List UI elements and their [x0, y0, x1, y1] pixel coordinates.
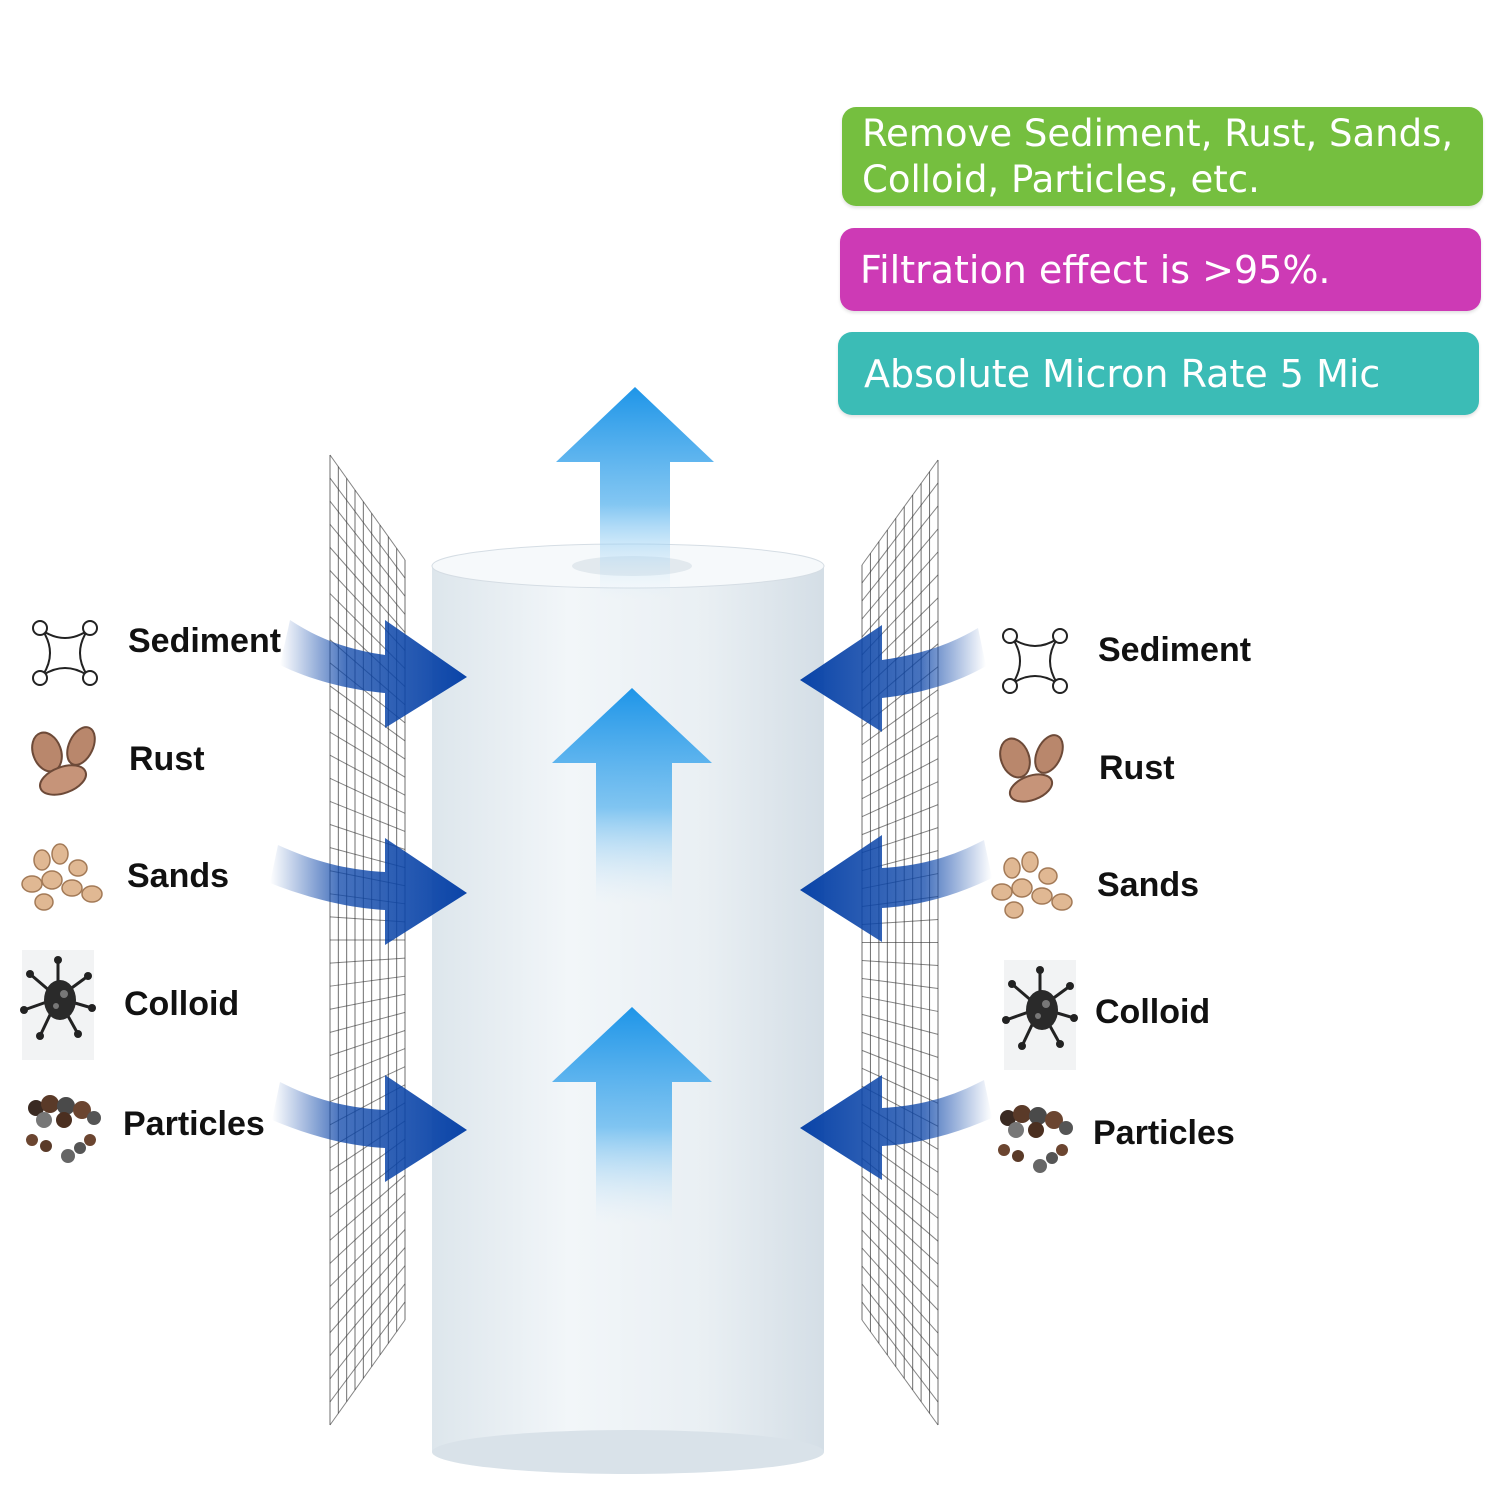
sands-icon	[21, 843, 103, 911]
label-right-colloid: Colloid	[1095, 993, 1211, 1031]
particles-icon	[26, 1095, 101, 1163]
label-left-sediment: Sediment	[128, 622, 282, 660]
filter-cartridge	[431, 543, 825, 1474]
particles-icon	[998, 1105, 1073, 1173]
badge-filtration-text: Filtration effect is >95%.	[860, 247, 1331, 292]
label-right-particles: Particles	[1093, 1114, 1235, 1152]
colloid-icon	[1002, 960, 1078, 1070]
badge-micron-rate: Absolute Micron Rate 5 Mic	[838, 332, 1479, 415]
inflow-arrows-left	[270, 620, 467, 1182]
rust-icon	[999, 734, 1064, 803]
sediment-icon	[1002, 628, 1068, 694]
label-right-rust: Rust	[1099, 749, 1175, 787]
badge-remove-text: Remove Sediment, Rust, Sands, Colloid, P…	[862, 111, 1454, 201]
upflow-arrow-bottom	[552, 1007, 712, 1225]
mesh-screen-right	[861, 459, 939, 1426]
sediment-icon	[32, 620, 98, 686]
inflow-arrows-right	[800, 625, 992, 1180]
sands-icon	[991, 851, 1073, 919]
rust-icon	[31, 726, 96, 796]
colloid-icon	[20, 950, 96, 1060]
badge-filtration-effect: Filtration effect is >95%.	[840, 228, 1481, 311]
label-left-particles: Particles	[123, 1105, 265, 1143]
badge-remove-contaminants: Remove Sediment, Rust, Sands, Colloid, P…	[842, 107, 1483, 206]
label-left-rust: Rust	[129, 740, 205, 778]
label-right-sediment: Sediment	[1098, 631, 1252, 669]
upflow-arrow-middle	[552, 688, 712, 905]
label-right-sands: Sands	[1097, 866, 1200, 904]
badge-micron-text: Absolute Micron Rate 5 Mic	[864, 351, 1381, 396]
label-left-colloid: Colloid	[124, 985, 240, 1023]
label-left-sands: Sands	[127, 857, 230, 895]
mesh-screen-left	[329, 454, 406, 1426]
upflow-arrow-top	[556, 387, 714, 600]
